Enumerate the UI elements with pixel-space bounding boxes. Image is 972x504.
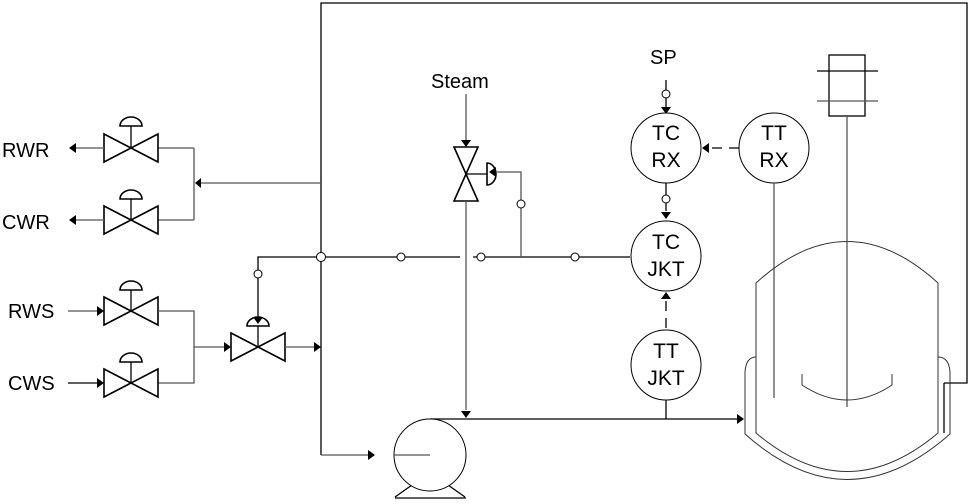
circulation-pump[interactable]: [393, 418, 467, 499]
tc-rx-tag: TC: [652, 122, 680, 145]
tc-rx-loop: RX: [651, 149, 680, 172]
steam-label: Steam: [431, 71, 489, 93]
coolant-signal-line: [257, 256, 316, 317]
signal-bubble: [396, 252, 406, 262]
steam-signal-line: [494, 171, 522, 257]
arrow-icon: [661, 107, 671, 114]
arrow-icon: [195, 178, 201, 188]
arrow-icon: [224, 342, 231, 352]
arrow-icon: [661, 292, 671, 299]
arrow-icon: [661, 212, 671, 219]
rwr-label: RWR: [2, 140, 49, 162]
arrow-icon: [253, 317, 263, 324]
supply-header: [158, 310, 195, 384]
signal-bubble: [570, 252, 580, 262]
tc-jkt-tag: TC: [652, 231, 680, 254]
tc-rx-instrument[interactable]: TC RX: [630, 112, 702, 184]
signal-bubble: [661, 194, 671, 204]
steam-control-valve[interactable]: [452, 146, 497, 202]
arrow-icon: [314, 342, 321, 352]
setpoint-label: SP: [650, 47, 677, 69]
tc-jkt-instrument[interactable]: TC JKT: [630, 220, 702, 292]
rwr-valve[interactable]: [103, 116, 159, 164]
signal-bubble: [253, 269, 263, 279]
arrow-icon: [368, 450, 375, 460]
tt-jkt-instrument[interactable]: TT JKT: [630, 329, 702, 401]
signal-bubble: [661, 89, 671, 99]
agitator-motor[interactable]: [817, 54, 878, 117]
arrow-icon: [97, 306, 104, 316]
arrow-icon: [702, 143, 709, 153]
tt-rx-tag: TT: [761, 122, 787, 145]
arrow-icon: [737, 414, 744, 424]
arrow-icon: [69, 215, 76, 225]
arrow-icon: [69, 143, 76, 153]
signal-bubble: [516, 199, 526, 209]
signal-crossover-icon: [316, 252, 326, 262]
cwr-valve[interactable]: [103, 189, 159, 236]
arrow-icon: [461, 411, 471, 418]
rws-valve[interactable]: [103, 280, 159, 327]
tt-rx-loop: RX: [759, 149, 788, 172]
cws-valve[interactable]: [103, 352, 159, 399]
arrow-icon: [489, 167, 496, 177]
coolant-control-valve[interactable]: [230, 316, 286, 363]
rws-label: RWS: [8, 301, 54, 323]
cws-label: CWS: [8, 373, 55, 395]
agitator-impeller: [801, 374, 893, 401]
tt-jkt-tag: TT: [653, 340, 679, 363]
arrow-icon: [97, 378, 104, 388]
jacketed-reactor[interactable]: [744, 241, 951, 480]
arrow-icon: [461, 140, 471, 147]
tt-rx-instrument[interactable]: TT RX: [738, 112, 810, 184]
cwr-label: CWR: [2, 212, 50, 234]
tc-jkt-loop: JKT: [647, 258, 685, 281]
signal-bubble: [476, 252, 486, 262]
jacket-return-line: [320, 2, 968, 455]
tt-jkt-loop: JKT: [647, 367, 685, 390]
